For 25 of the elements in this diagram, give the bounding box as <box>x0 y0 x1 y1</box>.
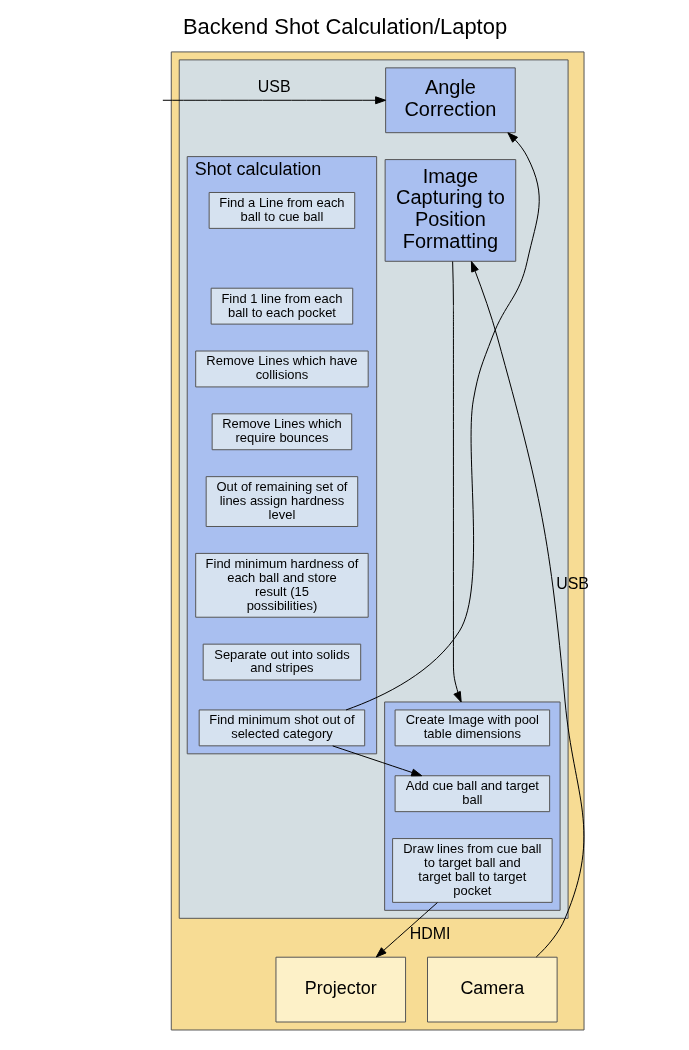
edge-label: USB <box>555 575 589 593</box>
node-box: Find minimum shot out of selected category <box>198 709 365 747</box>
node-box: Find 1 line from each ball to each pocket <box>210 287 353 325</box>
arrow <box>331 745 422 777</box>
node-box: Create Image with pool table dimensions <box>394 709 550 747</box>
arrow <box>470 261 584 958</box>
node-box: Image Capturing to Position Formatting <box>384 159 516 262</box>
cluster <box>383 701 561 911</box>
edge-label: USB <box>257 78 291 96</box>
node-box: Camera <box>426 956 558 1023</box>
diagram-title: Backend Shot Calculation/Laptop <box>182 13 507 39</box>
node-box: Angle Correction <box>384 67 516 134</box>
node-box: Out of remaining set of lines assign hardness level <box>205 476 358 527</box>
node-box: Separate out into solids and stripes <box>202 643 361 681</box>
node-box: Find a Line from each ball to cue ball <box>208 192 355 229</box>
arrow <box>161 96 386 105</box>
node-box: Projector <box>274 956 406 1023</box>
node-box: Remove Lines which have collisions <box>194 350 369 388</box>
arrow <box>451 261 462 703</box>
node-box: Remove Lines which require bounces <box>211 413 352 451</box>
node-box: Find minimum hardness of each ball and store result (15 possibilities) <box>194 552 369 618</box>
node-box: Add cue ball and target ball <box>394 775 550 813</box>
arrow <box>345 132 540 711</box>
edge-label: HDMI <box>409 925 450 943</box>
node-box: Draw lines from cue ball to target ball and target ball to target pocket <box>391 838 553 903</box>
